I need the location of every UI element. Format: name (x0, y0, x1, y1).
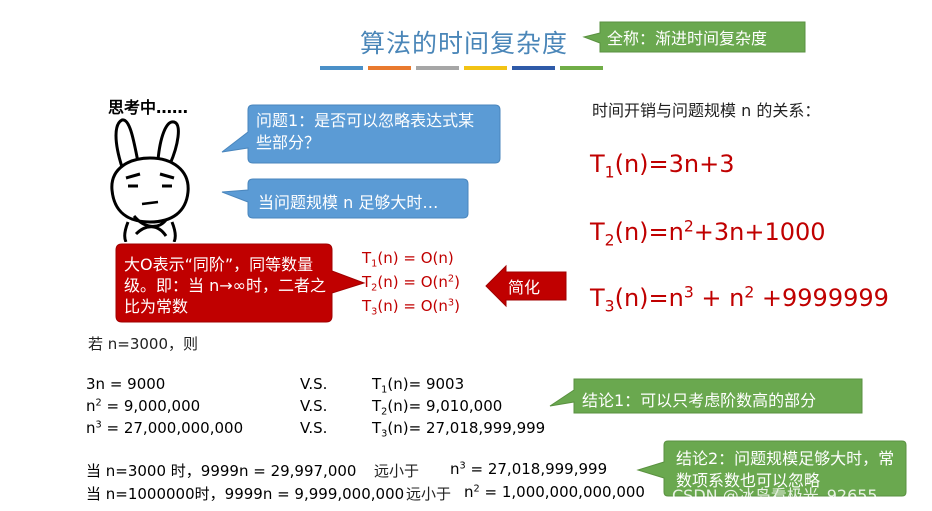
bigo-note: 大O表示“同阶”，同等数量级。即：当 n→∞时，二者之比为常数 (124, 255, 326, 316)
formula-t2: T2(n)=n2+3n+1000 (590, 217, 826, 250)
comparison-intro: 若 n=3000，则 (88, 335, 199, 353)
bigo-t1: T1(n) = O(n) (362, 249, 454, 270)
comparison-row-3-right: T3(n)= 27,018,999,999 (372, 419, 546, 440)
accent-bar-yellow (464, 66, 507, 70)
line1-much-less: 远小于 (374, 462, 420, 480)
thinking-text: 思考中…… (108, 98, 189, 117)
bigo-callout-shape (115, 243, 366, 323)
conclusion2-text: 结论2：问题规模足够大时，常数项系数也可以忽略 (676, 449, 895, 490)
line2-part-b: n2 = 1,000,000,000,000 (464, 483, 645, 501)
conclusion2-callout-shape (636, 440, 907, 497)
conclusion1-text: 结论1：可以只考虑阶数高的部分 (582, 391, 817, 410)
comparison-row-1-right: T1(n)= 9003 (372, 375, 465, 396)
question2-text: 当问题规模 n 足够大时… (258, 193, 439, 212)
simplify-arrow-shape (485, 264, 567, 308)
comparison-row-1-vs: V.S. (300, 375, 328, 393)
comparison-row-1-left: 3n = 9000 (86, 375, 166, 393)
line2-much-less: 远小于 (406, 485, 452, 503)
bigo-t2: T2(n) = O(n2) (362, 273, 460, 294)
accent-bar-darkblue (512, 66, 555, 70)
bigo-t3: T3(n) = O(n3) (362, 297, 460, 318)
accent-bar-gray (416, 66, 459, 70)
line2-part-a: 当 n=1000000时，9999n = 9,999,000,000 (86, 485, 405, 503)
comparison-row-2-vs: V.S. (300, 397, 328, 415)
accent-bar-orange (368, 66, 411, 70)
conclusion1-callout-shape (549, 378, 863, 414)
page-title: 算法的时间复杂度 (360, 29, 569, 58)
simplify-label: 简化 (508, 278, 541, 297)
comparison-line-2: 当 n=1000000时，9999n = 9,999,000,000 (86, 483, 404, 504)
fullname-callout-shape (582, 21, 806, 53)
fullname-label: 全称：渐进时间复杂度 (607, 29, 768, 48)
watermark: CSDN @冰岛看极光_92655 (672, 486, 878, 505)
relation-heading: 时间开销与问题规模 n 的关系： (592, 101, 821, 120)
question2-bubble-shape (221, 178, 469, 219)
accent-bar-green (560, 66, 603, 70)
accent-bar-blue (320, 66, 363, 70)
line1-part-a: 当 n=3000 时，9999n = 29,997,000 (86, 462, 357, 480)
question1-text: 问题1：是否可以忽略表达式某些部分？ (256, 111, 475, 152)
formula-t3: T3(n)=n3 + n2 +9999999 (590, 283, 889, 316)
comparison-row-2-right: T2(n)= 9,010,000 (372, 397, 503, 418)
question1-bubble-shape (221, 104, 501, 164)
thinking-rabbit-icon (110, 118, 190, 242)
comparison-line-1: 当 n=3000 时，9999n = 29,997,000 (86, 460, 356, 481)
comparison-row-3-left: n3 = 27,000,000,000 (86, 419, 244, 437)
formula-t1: T1(n)=3n+3 (590, 150, 735, 182)
line1-part-b: n3 = 27,018,999,999 (450, 460, 608, 478)
comparison-row-2-left: n2 = 9,000,000 (86, 397, 201, 415)
comparison-row-3-vs: V.S. (300, 419, 328, 437)
